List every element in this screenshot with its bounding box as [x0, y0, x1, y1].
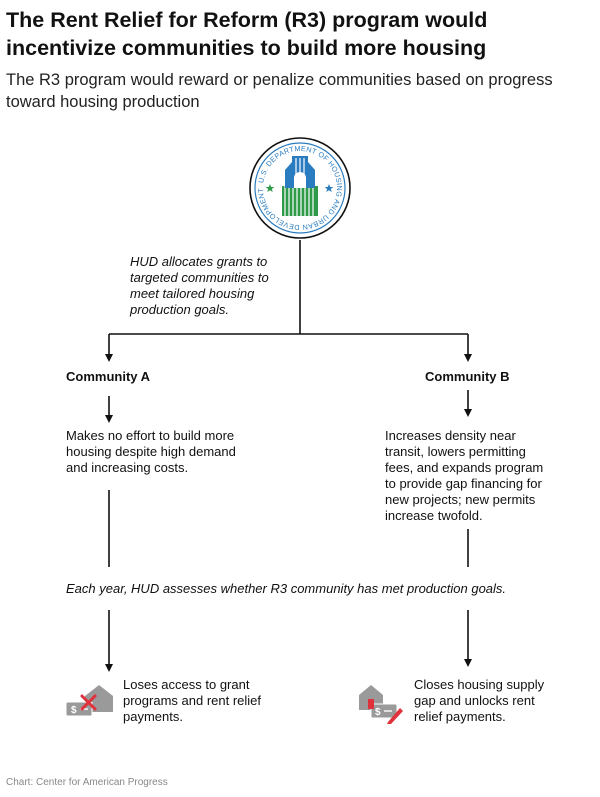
community-b-action: Increases density near transit, lowers p…	[385, 428, 544, 523]
svg-text:$: $	[71, 705, 77, 716]
svg-text:$: $	[375, 707, 381, 718]
hud-allocation-note: HUD allocates grants to targeted communi…	[130, 254, 269, 317]
chart-subtitle: The R3 program would reward or penalize …	[6, 71, 553, 111]
chart-source: Chart: Center for American Progress	[6, 777, 168, 788]
star-right-icon	[324, 184, 334, 192]
house-money-check-icon: $	[359, 685, 403, 724]
house-money-cross-icon: $	[65, 685, 113, 717]
community-a-action: Makes no effort to build more housing de…	[66, 428, 236, 475]
chart-title: The Rent Relief for Reform (R3) program …	[6, 8, 488, 60]
community-a-label: Community A	[66, 369, 151, 384]
community-b-outcome: Closes housing supply gap and unlocks re…	[414, 677, 545, 724]
community-a-outcome: Loses access to grant programs and rent …	[123, 677, 262, 724]
hud-seal-icon: U.S. DEPARTMENT OF HOUSING AND URBAN DEV…	[249, 137, 351, 239]
community-b-label: Community B	[425, 369, 510, 384]
annual-assessment-note: Each year, HUD assesses whether R3 commu…	[66, 581, 507, 596]
star-left-icon	[265, 184, 275, 192]
